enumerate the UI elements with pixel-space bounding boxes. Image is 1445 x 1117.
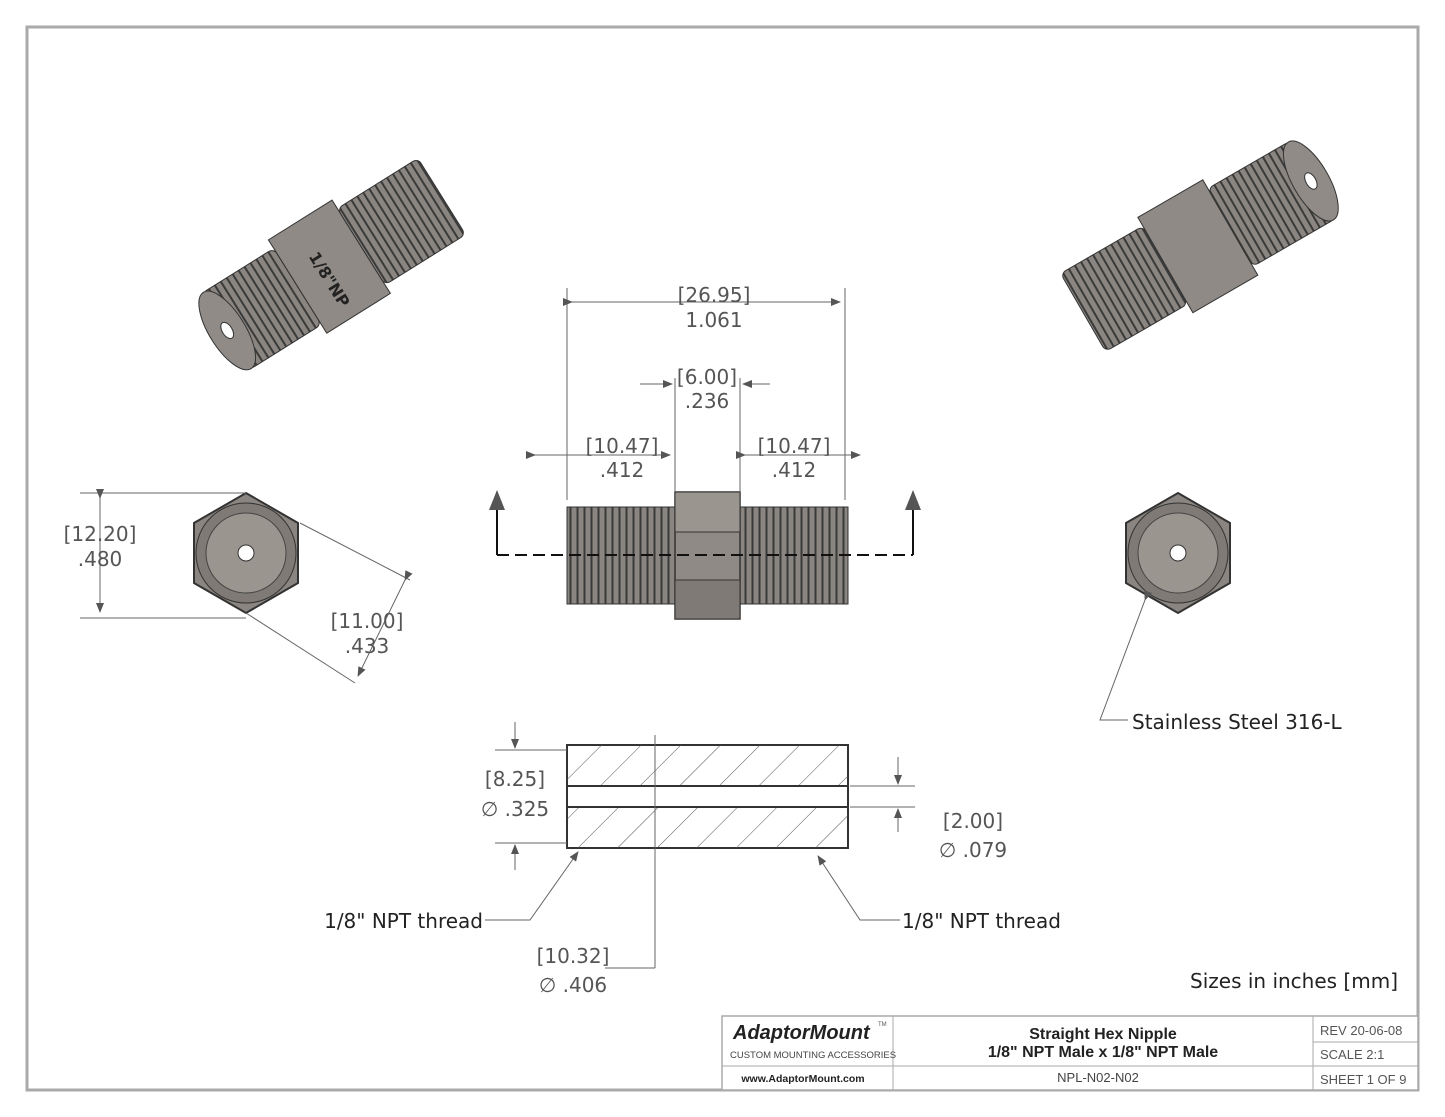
dim-hex-width-in: .236 — [685, 389, 730, 413]
company-tagline: CUSTOM MOUNTING ACCESSORIES — [730, 1050, 896, 1061]
dim-minor-dia-mm: [8.25] — [485, 767, 545, 791]
isometric-view-right — [1062, 140, 1339, 350]
isometric-view-left: 1/8"NP — [198, 160, 464, 371]
revision: REV 20-06-08 — [1320, 1023, 1402, 1038]
dim-hex-flats-in: .480 — [78, 547, 123, 571]
section-view: [8.25] ∅ .325 [2.00] ∅ .079 [10.32] ∅ .4… — [324, 722, 1061, 997]
dim-minor-dia-in: ∅ .325 — [481, 797, 549, 821]
dim-right-thread-mm: [10.47] — [758, 434, 831, 458]
units-note: Sizes in inches [mm] — [1190, 969, 1398, 993]
dim-hex-flats-mm: [12.20] — [64, 522, 137, 546]
trademark: TM — [878, 1022, 887, 1028]
company-logo: AdaptorMount — [732, 1022, 871, 1044]
material-note: Stainless Steel 316-L — [1132, 710, 1343, 734]
dim-major-dia-in: ∅ .406 — [539, 973, 607, 997]
part-number: NPL-N02-N02 — [1057, 1070, 1139, 1085]
thread-note-left: 1/8" NPT thread — [324, 909, 483, 933]
dim-hex-corners-in: .433 — [345, 634, 390, 658]
dim-hex-width-mm: [6.00] — [677, 365, 737, 389]
dim-right-thread-in: .412 — [772, 458, 817, 482]
end-view-right: Stainless Steel 316-L — [1099, 491, 1343, 734]
dim-bore-in: ∅ .079 — [939, 838, 1007, 862]
dim-overall-mm: [26.95] — [678, 283, 751, 307]
thread-note-right: 1/8" NPT thread — [902, 909, 1061, 933]
dim-bore-mm: [2.00] — [943, 809, 1003, 833]
end-view-left: [12.20] .480 [11.00] .433 — [64, 489, 413, 684]
company-website: www.AdaptorMount.com — [740, 1073, 864, 1085]
scale: SCALE 2:1 — [1320, 1047, 1384, 1062]
title-block: AdaptorMount TM CUSTOM MOUNTING ACCESSOR… — [721, 1015, 1419, 1091]
sheet-number: SHEET 1 OF 9 — [1320, 1072, 1406, 1087]
dim-major-dia-mm: [10.32] — [537, 944, 610, 968]
dim-left-thread-in: .412 — [600, 458, 645, 482]
front-view: [26.95] 1.061 [6.00] .236 [10.47] .412 [… — [489, 283, 921, 620]
dim-hex-corners-mm: [11.00] — [331, 609, 404, 633]
drawing-title-line1: Straight Hex Nipple — [1029, 1026, 1177, 1043]
drawing-title-line2: 1/8" NPT Male x 1/8" NPT Male — [988, 1044, 1218, 1061]
dim-left-thread-mm: [10.47] — [586, 434, 659, 458]
dim-overall-in: 1.061 — [685, 308, 742, 332]
